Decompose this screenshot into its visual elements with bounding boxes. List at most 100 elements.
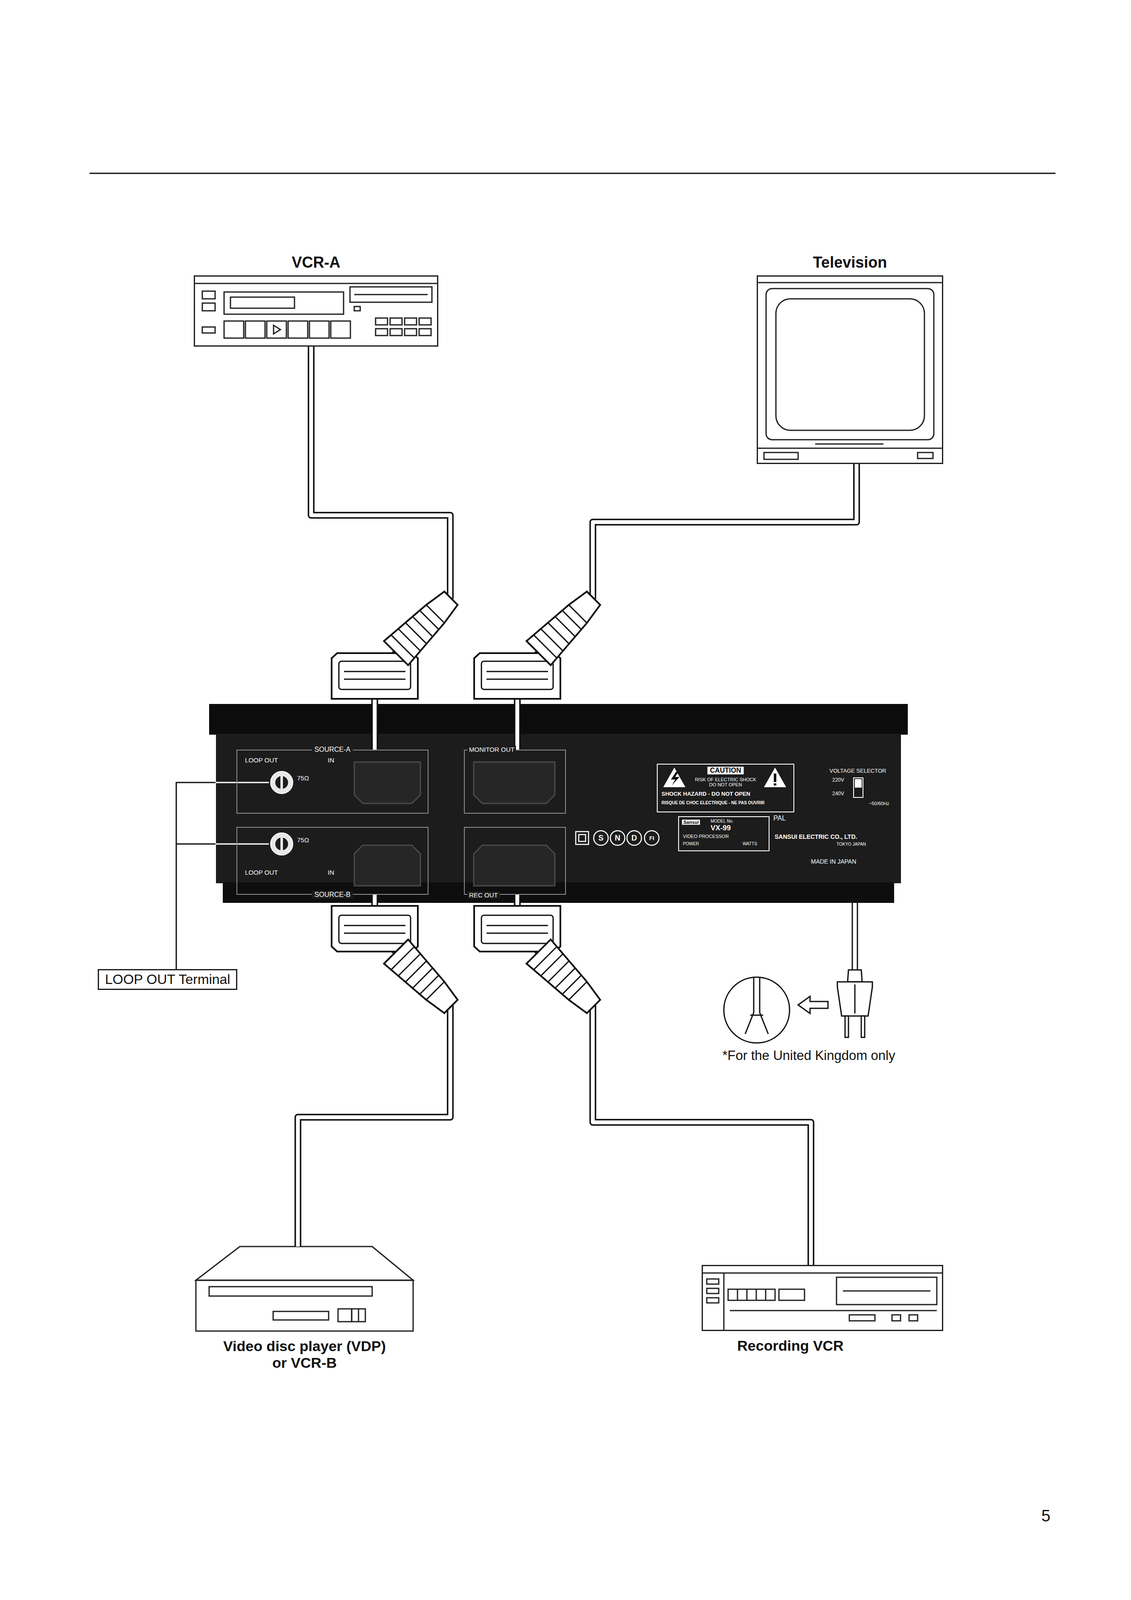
vcr-a-drawing bbox=[266, 320, 287, 339]
vcr-a-drawing bbox=[224, 320, 244, 339]
jack-box: MONITOR OUT bbox=[463, 749, 566, 814]
scart-socket bbox=[473, 761, 555, 804]
video-disc-player-drawing bbox=[195, 1246, 414, 1331]
caution-plate bbox=[763, 767, 787, 788]
recording-vcr-drawing bbox=[778, 1288, 805, 1301]
loop-out-knob bbox=[270, 771, 293, 794]
vcr-a-drawing bbox=[419, 317, 432, 325]
plate-text: TOKYO JAPAN bbox=[836, 841, 866, 847]
recording-vcr-drawing bbox=[729, 1309, 937, 1312]
vcr-a-drawing bbox=[330, 320, 351, 339]
vcr-device: VCR-A bbox=[193, 275, 439, 347]
loop-out-knob bbox=[280, 775, 283, 789]
node-label: Recording VCR bbox=[638, 1337, 942, 1354]
vcr-a-drawing bbox=[309, 320, 330, 339]
scart-plug bbox=[331, 585, 464, 699]
recording-vcr-drawing bbox=[765, 1288, 767, 1301]
video-disc-player-drawing bbox=[195, 1279, 414, 1331]
caution-plate bbox=[773, 783, 777, 786]
certification-marks bbox=[593, 830, 609, 846]
terminal-label: IN bbox=[327, 756, 335, 764]
top-rule bbox=[89, 172, 1056, 175]
recording-vcr-drawing bbox=[706, 1278, 719, 1284]
scart-cable bbox=[517, 894, 811, 1265]
vcr-a-drawing bbox=[419, 328, 432, 336]
panel-text: ~50/60Hz bbox=[868, 800, 890, 806]
uk-plug-drawing bbox=[856, 902, 859, 970]
certification-marks bbox=[644, 830, 659, 846]
video-disc-player: Video disc player (VDP) or VCR-B bbox=[195, 1246, 414, 1331]
caution-plate bbox=[657, 763, 794, 812]
plate-text: SHOCK HAZARD - DO NOT OPEN bbox=[661, 790, 751, 797]
plate-text: POWER bbox=[682, 841, 700, 846]
vcr-a-drawing bbox=[230, 297, 295, 309]
vcr-a-drawing bbox=[202, 326, 216, 333]
scart-cable bbox=[517, 894, 811, 1265]
television-drawing bbox=[775, 298, 925, 431]
brand-logo: Sansui bbox=[682, 819, 700, 825]
recording-vcr-drawing bbox=[737, 1288, 739, 1301]
scart-plug bbox=[331, 905, 464, 1019]
vcr-a-drawing bbox=[193, 282, 439, 285]
video-disc-player-drawing bbox=[209, 1286, 373, 1296]
vcr-a-drawing bbox=[390, 317, 403, 325]
uk-plug-drawing bbox=[854, 984, 856, 1014]
recording-vcr-drawing bbox=[909, 1314, 918, 1321]
panel-text: 240V bbox=[832, 790, 845, 797]
terminal-label: IN bbox=[327, 868, 335, 876]
node-label: REC OUT bbox=[467, 891, 500, 899]
certification-marks bbox=[578, 834, 586, 842]
voltage-switch bbox=[855, 779, 862, 788]
recording-vcr-drawing bbox=[891, 1314, 901, 1321]
recording-vcr-drawing bbox=[755, 1288, 758, 1301]
certification-marks bbox=[575, 830, 659, 846]
vcr-a-drawing bbox=[375, 317, 388, 325]
model-plate bbox=[678, 816, 770, 851]
recording-vcr-drawing bbox=[701, 1272, 944, 1331]
jack-box: REC OUT bbox=[463, 826, 566, 895]
symbol-letter: D bbox=[631, 833, 638, 843]
loop-out-knob bbox=[270, 771, 293, 794]
scart-socket bbox=[354, 845, 421, 886]
loop-out-knob bbox=[270, 832, 293, 855]
rear-panel-body bbox=[209, 703, 908, 735]
vcr-a-drawing bbox=[375, 328, 388, 336]
rear-panel-body bbox=[215, 733, 901, 884]
television-drawing bbox=[756, 282, 944, 460]
scart-socket bbox=[354, 761, 555, 886]
terminal-label: LOOP OUT bbox=[244, 868, 278, 876]
uk-plug-drawing bbox=[837, 981, 873, 1016]
caution-plate bbox=[670, 771, 680, 786]
plate-text: RISQUE DE CHOC ELECTRIQUE - NE PAS OUVRI… bbox=[661, 800, 765, 805]
node-label: Video disc player (VDP) or VCR-B bbox=[218, 1337, 391, 1371]
recording-vcr-drawing bbox=[728, 1288, 776, 1301]
loop-out-knob bbox=[270, 832, 293, 855]
video-disc-player-drawing bbox=[195, 1246, 414, 1280]
rear-panel-body bbox=[209, 703, 908, 903]
certification-marks bbox=[575, 831, 589, 845]
terminal-label: 75Ω bbox=[297, 836, 309, 844]
television-drawing bbox=[756, 447, 944, 449]
certification-marks bbox=[626, 830, 642, 846]
video-disc-player-drawing bbox=[358, 1308, 360, 1322]
plate-text: RISK OF ELECTRIC SHOCK DO NOT OPEN bbox=[692, 776, 759, 788]
recording-vcr-drawing bbox=[701, 1272, 944, 1274]
vcr-a-drawing bbox=[245, 320, 266, 339]
rear-panel: MADE IN JAPANSOURCE-ALOOP OUTIN75ΩMONITO… bbox=[209, 703, 908, 903]
symbol-letter: FI bbox=[649, 834, 655, 842]
top-rule bbox=[89, 173, 1056, 174]
node-label: MONITOR OUT bbox=[467, 745, 516, 753]
certification-marks bbox=[610, 830, 625, 846]
caution-plate bbox=[773, 773, 777, 782]
uk-plug-drawing bbox=[723, 902, 873, 1043]
vcr-a-drawing bbox=[202, 303, 216, 311]
scart-plug bbox=[474, 585, 606, 699]
vcr-a-drawing bbox=[354, 306, 361, 311]
symbol-letter: N bbox=[615, 833, 621, 843]
scart-socket bbox=[473, 845, 555, 886]
page-number: 5 bbox=[1041, 1506, 1051, 1525]
uk-plug-drawing bbox=[851, 902, 854, 970]
loop-out-knob bbox=[275, 837, 289, 851]
plate-text: MODEL No. bbox=[710, 818, 734, 824]
